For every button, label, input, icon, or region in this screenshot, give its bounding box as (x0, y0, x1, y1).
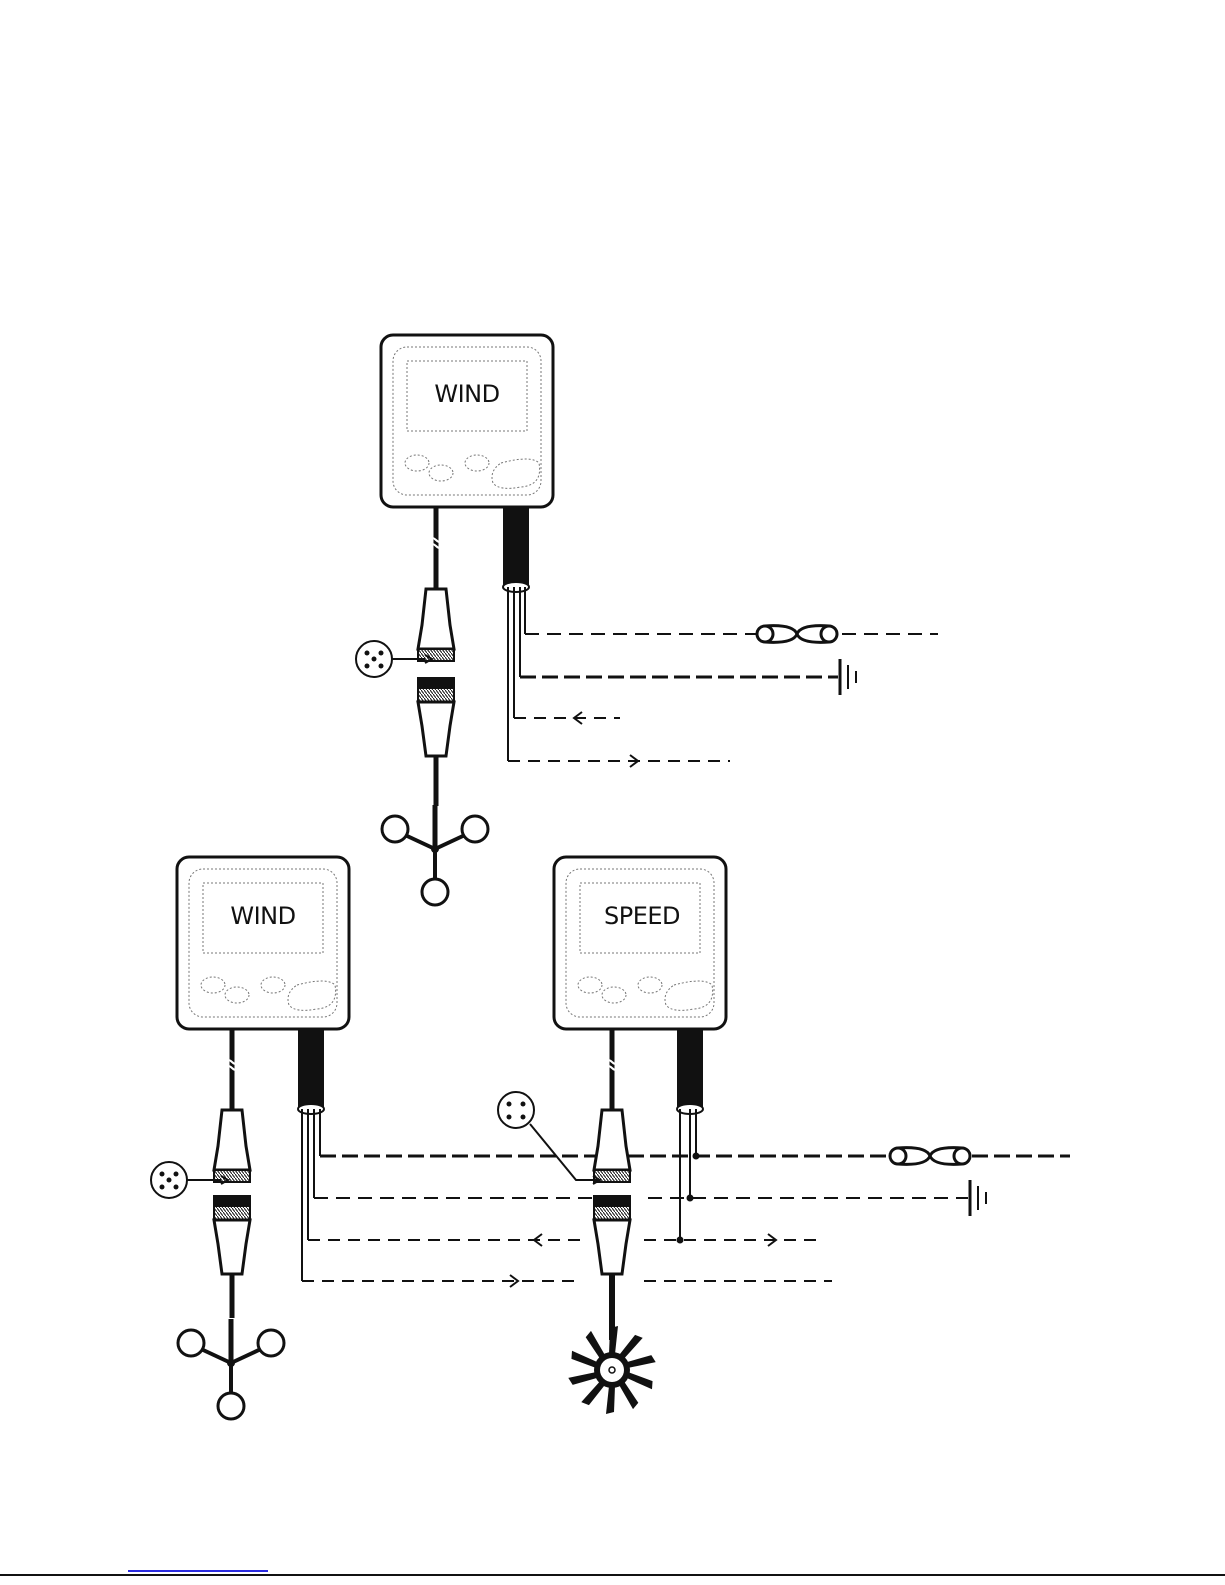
sensor-cable-bottom-left (214, 1029, 250, 1318)
instrument-label: WIND (434, 380, 499, 408)
instrument-label: WIND (230, 902, 295, 930)
anemometer-icon (382, 805, 488, 905)
sensor-cable-speed (594, 1029, 630, 1340)
ground-icon (970, 1180, 986, 1216)
fuse-icon (757, 626, 837, 643)
instrument-speed: SPEED (554, 857, 726, 1029)
footer-rule (0, 1574, 1225, 1576)
footer-link-underline (128, 1570, 268, 1572)
fuse-icon (890, 1148, 970, 1165)
instrument-top-wind: WIND (381, 335, 553, 507)
ground-icon (840, 659, 856, 695)
instrument-bottom-wind: WIND (177, 857, 349, 1029)
paddle-wheel-icon (568, 1326, 655, 1414)
instrument-label: SPEED (604, 902, 680, 930)
connector-pinout-icon (498, 1092, 600, 1184)
anemometer-icon (178, 1319, 284, 1419)
power-cable-top (503, 507, 938, 767)
sensor-cable-top (418, 507, 454, 806)
